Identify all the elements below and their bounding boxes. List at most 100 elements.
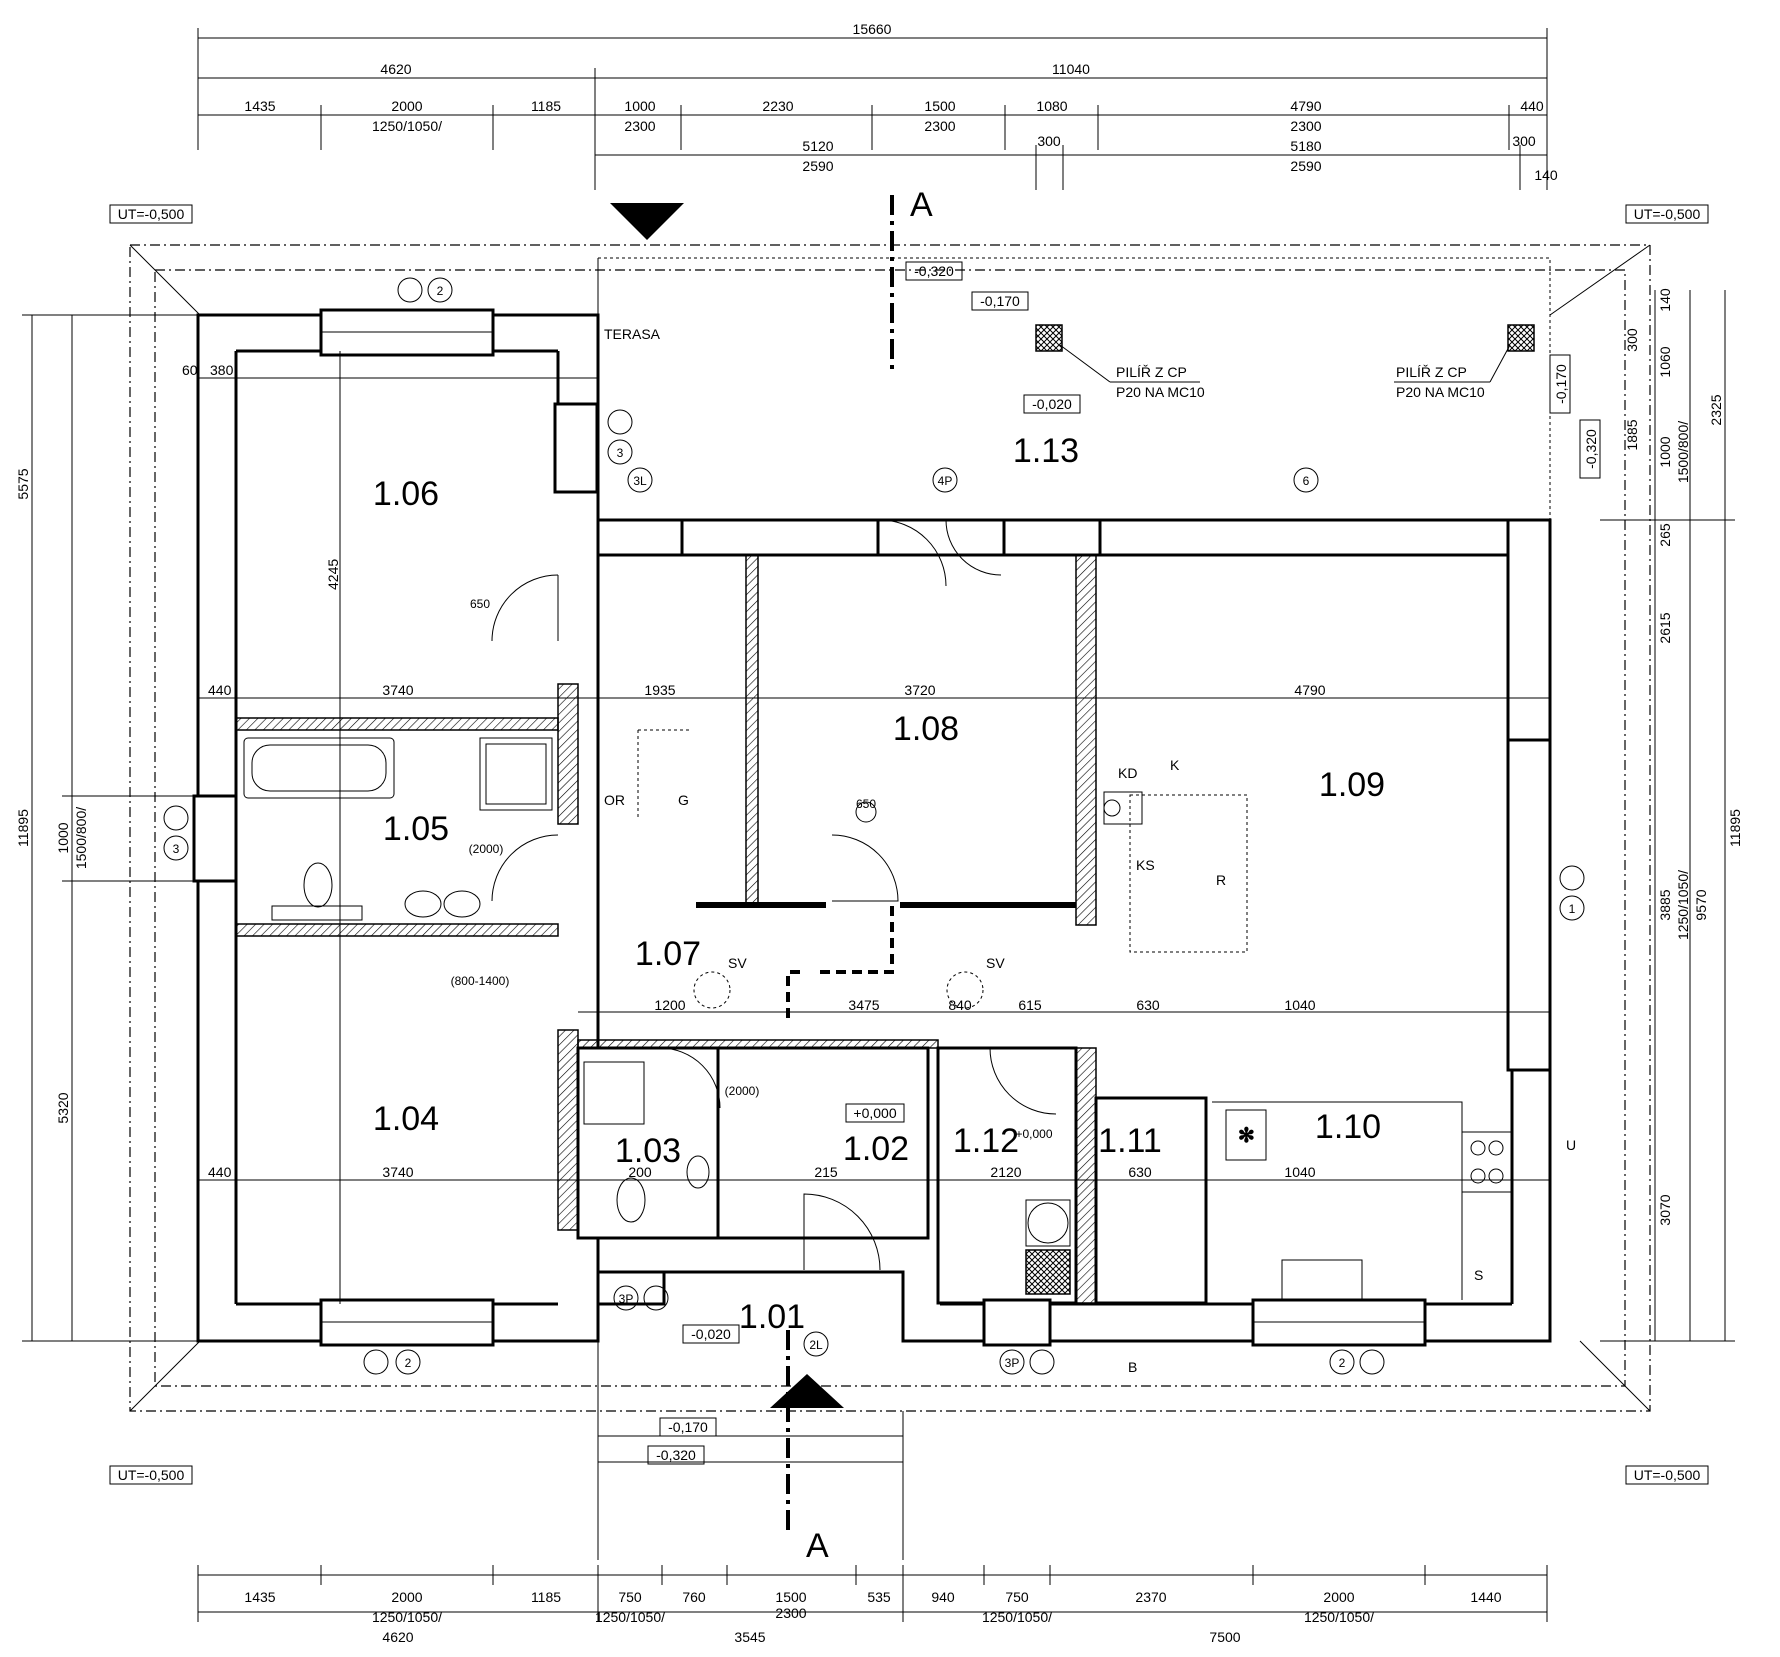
dim-text: 535: [867, 1589, 891, 1605]
dim-text: 2370: [1135, 1589, 1166, 1605]
dim-text: 2590: [1290, 158, 1321, 174]
ks-label: KS: [1136, 857, 1155, 873]
dim-text: 4790: [1294, 682, 1325, 698]
dim-text: 1885: [1624, 419, 1640, 450]
dim-text: 5575: [15, 468, 31, 499]
dim-text: 5120: [802, 138, 833, 154]
door-tag: (2000): [469, 842, 504, 856]
room-1-02: 1.02: [843, 1130, 909, 1168]
window-tag: 2: [1339, 1356, 1346, 1370]
pillar-label: P20 NA MC10: [1396, 384, 1485, 400]
dim-text: 630: [1136, 997, 1160, 1013]
dim-text: 4245: [325, 559, 341, 590]
b-label: B: [1128, 1359, 1137, 1375]
left-dimensions: 5575 11895 5320 1000 1500/800/: [15, 314, 198, 1342]
bottom-dimensions: 1435 2000 1185 750 760 1500 535 940 750 …: [197, 1565, 1548, 1645]
section-line: A A: [610, 186, 933, 1565]
level-label: -0,320: [656, 1447, 696, 1463]
level-label: -0,320: [1583, 429, 1599, 469]
annotations: TERASA PILÍŘ Z CP P20 NA MC10 PILÍŘ Z CP…: [604, 326, 1576, 1375]
section-mark-bottom: A: [806, 1527, 829, 1565]
sv-label: SV: [728, 955, 747, 971]
axis-tag: 4P: [938, 474, 953, 488]
window-tag: 2: [437, 284, 444, 298]
dim-text: 1200: [654, 997, 685, 1013]
room-1-05: 1.05: [383, 810, 449, 848]
dim-text: 630: [1128, 1164, 1152, 1180]
dim-text: 2590: [802, 158, 833, 174]
dim-text: 1435: [244, 1589, 275, 1605]
dim-text: 7500: [1209, 1629, 1240, 1645]
level-label: -0,170: [980, 293, 1020, 309]
room-1-13: 1.13: [1013, 432, 1079, 470]
fixtures: ✻: [243, 729, 1513, 1301]
dim-text: 1250/1050/: [372, 1609, 442, 1625]
dim-text: 1000: [624, 98, 655, 114]
room-1-09: 1.09: [1319, 766, 1385, 804]
dim-text: 2230: [762, 98, 793, 114]
dim-text: 3070: [1657, 1194, 1673, 1225]
window-tag: 3: [173, 842, 180, 856]
dim-text: 1250/1050/: [1675, 870, 1691, 940]
room-1-06: 1.06: [373, 475, 439, 513]
dim-text: 11895: [15, 809, 31, 847]
dim-text: 1250/1050/: [982, 1609, 1052, 1625]
dim-text: 1000: [55, 822, 71, 853]
level-label: -0,170: [1553, 364, 1569, 404]
ut-level-label: UT=-0,500: [118, 206, 185, 222]
dim-text: 5180: [1290, 138, 1321, 154]
dim-text: 300: [1037, 133, 1061, 149]
sv-label: SV: [986, 955, 1005, 971]
ut-level-label: UT=-0,500: [1634, 206, 1701, 222]
dim-text: 2325: [1708, 394, 1724, 425]
kd-label: KD: [1118, 765, 1137, 781]
room-1-03: 1.03: [615, 1132, 681, 1170]
fridge-snowflake-icon: ✻: [1238, 1125, 1255, 1147]
dim-text: 2300: [775, 1605, 806, 1621]
dim-text: 2615: [1657, 612, 1673, 643]
dim-text: 1435: [244, 98, 275, 114]
level-label: -0,020: [1032, 396, 1072, 412]
pillar-label: P20 NA MC10: [1116, 384, 1205, 400]
level-labels: -0,320 -0,170 -0,020 -0,020 -0,170 -0,32…: [647, 261, 1601, 1465]
windows: [192, 308, 1552, 1347]
dim-text: 2120: [990, 1164, 1021, 1180]
dim-text: 3740: [382, 682, 413, 698]
dim-text: 1250/1050/: [372, 118, 442, 134]
level-label: +0,000: [853, 1105, 896, 1121]
doors: [491, 519, 1057, 1271]
dim-top-11040: 11040: [1052, 61, 1090, 77]
door-tag: +0,000: [1015, 1127, 1052, 1141]
dim-text: 1250/1050/: [1304, 1609, 1374, 1625]
door-tag: (2000): [725, 1084, 760, 1098]
dim-text: 1500: [775, 1589, 806, 1605]
dim-text: 200: [628, 1164, 652, 1180]
ut-level-label: UT=-0,500: [1634, 1467, 1701, 1483]
window-tag: 2: [405, 1356, 412, 1370]
window-tag: 3: [617, 446, 624, 460]
axis-tag: 3L: [633, 474, 647, 488]
dim-text: 440: [1520, 98, 1544, 114]
dim-text: 60: [182, 362, 198, 378]
dim-top-4620: 4620: [380, 61, 411, 77]
dim-text: 1250/1050/: [595, 1609, 665, 1625]
dim-text: 1040: [1284, 1164, 1315, 1180]
element-tags: 3L 4P 6 2L 2 3 3 2 3P 2 3P 1 650 650 (20…: [163, 277, 1585, 1375]
window-tag: 3P: [1005, 1356, 1020, 1370]
room-1-04: 1.04: [373, 1100, 439, 1138]
room-1-11: 1.11: [1098, 1122, 1162, 1160]
section-mark-top: A: [910, 186, 933, 224]
dim-text: 760: [682, 1589, 706, 1605]
dim-text: 3740: [382, 1164, 413, 1180]
pillar-label: PILÍŘ Z CP: [1396, 364, 1467, 380]
dim-text: 2000: [1323, 1589, 1354, 1605]
dim-text: 840: [948, 997, 972, 1013]
dim-text: 1060: [1657, 346, 1673, 377]
dim-text: 3545: [734, 1629, 765, 1645]
dim-text: 300: [1624, 328, 1640, 352]
dim-text: 940: [931, 1589, 955, 1605]
dim-text: 1185: [531, 1589, 561, 1605]
dim-text: 1080: [1036, 98, 1067, 114]
dim-text: 440: [208, 682, 232, 698]
